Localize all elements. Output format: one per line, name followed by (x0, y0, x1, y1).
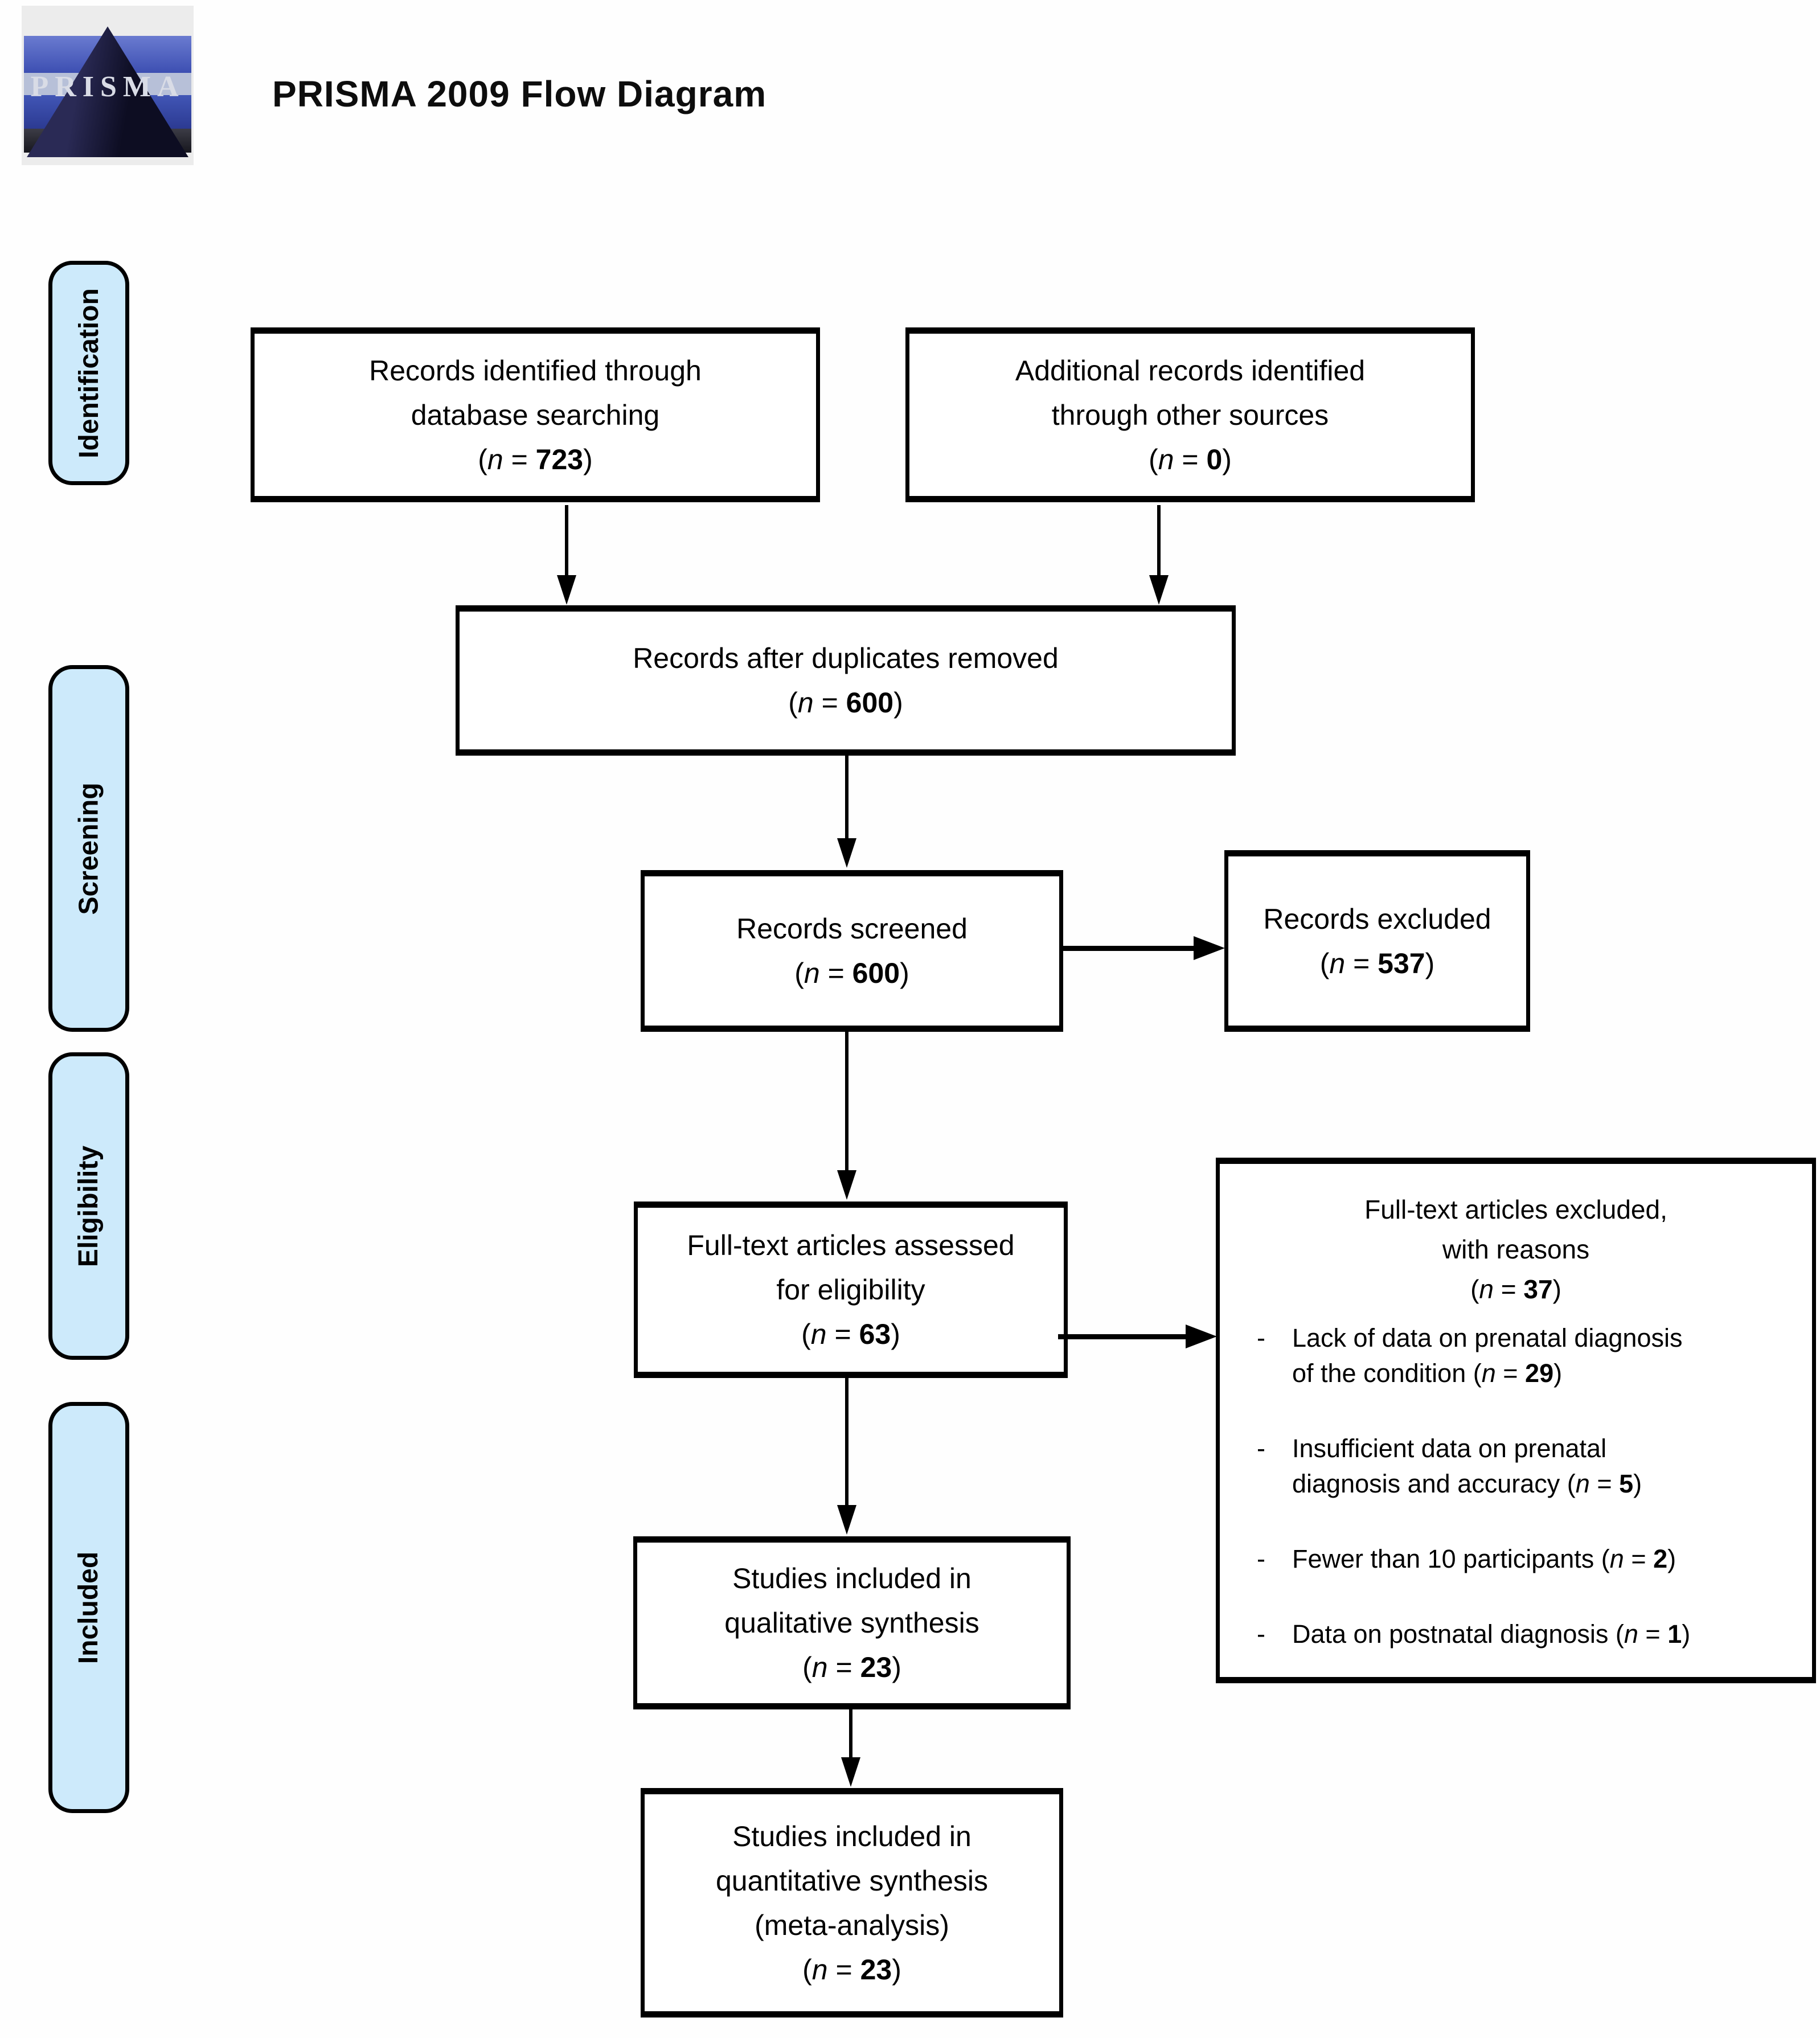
box-fulltext-excluded: Full-text articles excluded,with reasons… (1216, 1158, 1816, 1683)
arrowhead-down-icon (837, 1170, 856, 1200)
arrowhead-down-icon (837, 838, 856, 868)
stage-included: Included (48, 1402, 129, 1813)
arrow-fulltext-to-excluded (1058, 1334, 1189, 1339)
box-n-value: (n = 723) (478, 443, 593, 475)
arrow-qualitative-to-quantitative (849, 1709, 852, 1760)
arrowhead-right-icon (1186, 1325, 1217, 1348)
bullet-dash: - (1257, 1619, 1265, 1649)
bullet-dash: - (1257, 1323, 1265, 1352)
stage-label: Eligibility (73, 1145, 104, 1267)
stage-label: Included (73, 1551, 104, 1664)
page-title: PRISMA 2009 Flow Diagram (272, 73, 767, 114)
box-n-value: (n = 0) (1149, 443, 1232, 475)
arrow-screened-to-excluded (1063, 946, 1197, 951)
exclusion-reason: -Data on postnatal diagnosis (n = 1) (1257, 1617, 1812, 1652)
stage-label: Screening (73, 782, 104, 915)
reason-text: Fewer than 10 participants (n = 2) (1292, 1544, 1676, 1573)
logo-text: PRISMA (30, 71, 185, 104)
arrow-fulltext-to-qualitative (845, 1378, 848, 1506)
arrowhead-down-icon (841, 1757, 860, 1787)
box-text: Records after duplicates removed (633, 642, 1059, 674)
box-n-value: (n = 537) (1319, 947, 1435, 979)
box-n-value: (n = 600) (788, 687, 903, 719)
arrowhead-down-icon (837, 1505, 856, 1535)
box-n-value: (n = 23) (802, 1651, 901, 1683)
prisma-logo: PRISMA (22, 6, 194, 165)
box-records-excluded: Records excluded (n = 537) (1224, 850, 1530, 1032)
stage-identification: Identification (48, 261, 129, 485)
arrowhead-down-icon (557, 575, 576, 605)
stage-label: Identification (73, 288, 104, 458)
exclusion-reason: -Fewer than 10 participants (n = 2) (1257, 1541, 1812, 1577)
bullet-dash: - (1257, 1434, 1265, 1463)
box-records-screened: Records screened (n = 600) (641, 870, 1063, 1032)
arrowhead-right-icon (1194, 936, 1225, 960)
box-n-value: (n = 600) (794, 957, 909, 989)
arrow-screened-to-fulltext (845, 1032, 848, 1171)
arrowhead-down-icon (1149, 575, 1169, 605)
box-n-value: (n = 63) (801, 1318, 900, 1350)
stage-screening: Screening (48, 665, 129, 1032)
box-n-value: (n = 37) (1470, 1274, 1561, 1304)
exclusion-header: Full-text articles excluded,with reasons… (1220, 1190, 1812, 1309)
box-n-value: (n = 23) (802, 1953, 901, 1986)
box-text: Full-text articles excluded,with reasons (1364, 1195, 1667, 1264)
reason-text: Data on postnatal diagnosis (n = 1) (1292, 1619, 1691, 1649)
bullet-dash: - (1257, 1544, 1265, 1573)
box-duplicates-removed: Records after duplicates removed (n = 60… (456, 605, 1236, 756)
arrow-additional-to-duplicates (1157, 505, 1161, 576)
box-text: Records excluded (1263, 903, 1491, 935)
arrow-identified-to-duplicates (565, 505, 568, 576)
box-text: Records screened (736, 913, 968, 945)
arrow-duplicates-to-screened (845, 756, 848, 839)
stage-eligibility: Eligibility (48, 1052, 129, 1360)
